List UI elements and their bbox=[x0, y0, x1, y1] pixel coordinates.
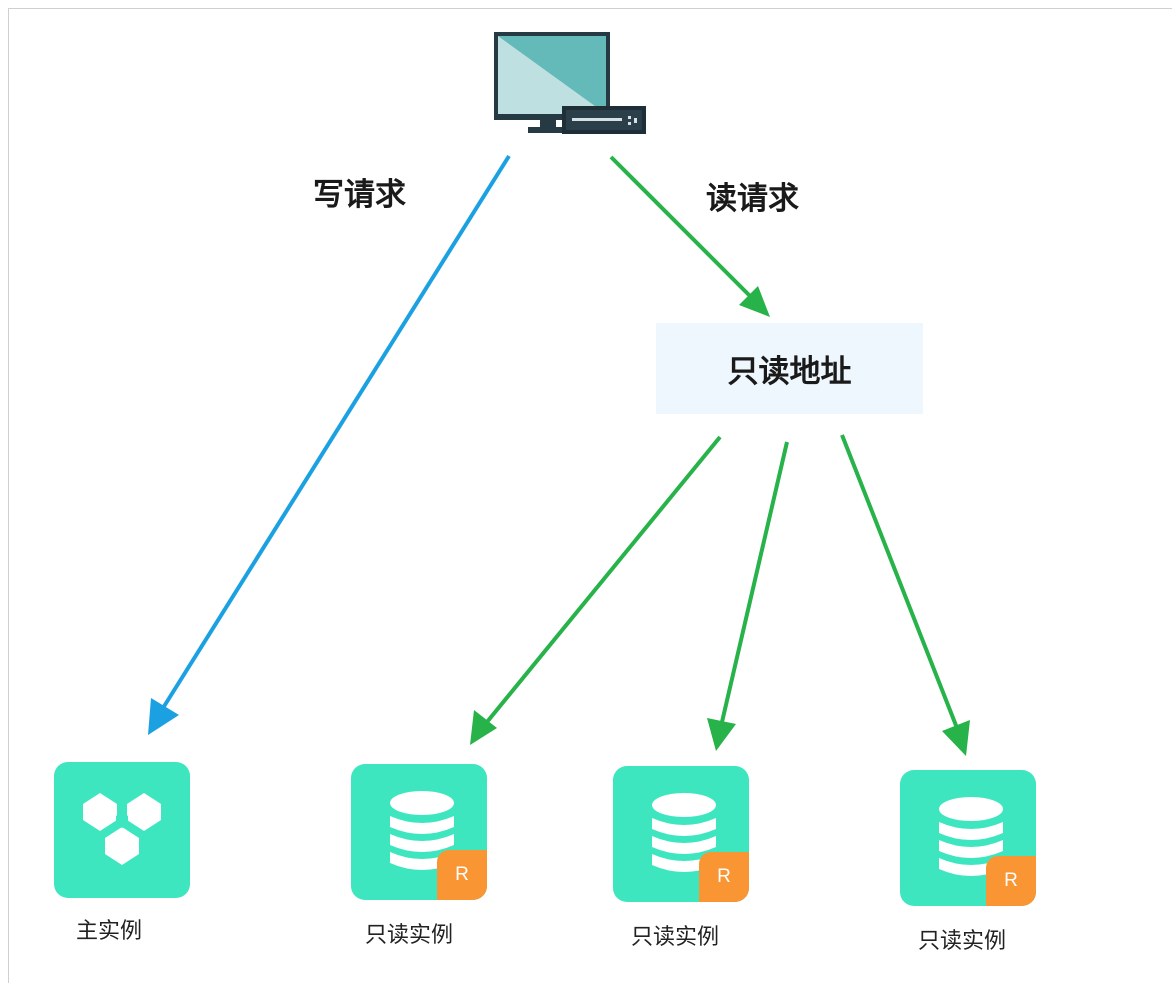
primary-instance-icon[interactable] bbox=[54, 762, 190, 898]
readonly-instance-label-1: 只读实例 bbox=[365, 923, 454, 948]
readonly-badge: R bbox=[699, 852, 749, 902]
readonly-address-box[interactable]: 只读地址 bbox=[656, 323, 923, 414]
readonly-arrow-3 bbox=[840, 434, 970, 756]
readonly-instance-label-2: 只读实例 bbox=[631, 925, 720, 950]
readonly-address-label: 只读地址 bbox=[727, 354, 852, 390]
diagram-frame bbox=[8, 8, 1172, 983]
hexagon-cluster-icon bbox=[83, 793, 161, 865]
readonly-arrow-2 bbox=[707, 441, 789, 751]
read-request-arrow bbox=[609, 155, 770, 317]
readonly-badge: R bbox=[986, 856, 1036, 906]
primary-instance-label: 主实例 bbox=[76, 919, 143, 944]
computer-icon bbox=[492, 32, 648, 142]
read-request-label: 读请求 bbox=[706, 181, 799, 217]
database-icon bbox=[390, 791, 454, 870]
readonly-arrow-1 bbox=[470, 435, 722, 745]
readonly-badge: R bbox=[437, 850, 487, 900]
readonly-instance-1[interactable]: R bbox=[351, 764, 487, 900]
readonly-instance-label-3: 只读实例 bbox=[918, 929, 1007, 954]
readonly-instance-2[interactable]: R bbox=[613, 766, 749, 902]
readonly-instance-3[interactable]: R bbox=[900, 770, 1036, 906]
write-request-arrow bbox=[148, 154, 511, 735]
write-request-label: 写请求 bbox=[313, 177, 406, 213]
